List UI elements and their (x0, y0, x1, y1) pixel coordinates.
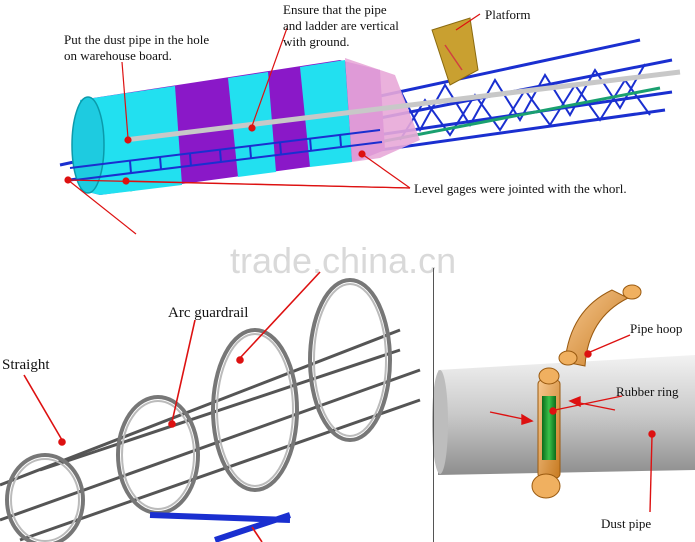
ring-inner-edges (10, 283, 387, 542)
label-dust-pipe: Dust pipe (601, 516, 652, 531)
label-dust-pipe-hole-line1: Put the dust pipe in the hole (64, 32, 210, 47)
platform (431, 17, 479, 86)
top-dust-pipe (124, 69, 681, 143)
top-callout-lines (64, 13, 481, 235)
label-dust-pipe-hole-line2: on warehouse board. (64, 48, 172, 63)
bottom-left-callout-lines (23, 271, 321, 542)
label-vertical-line3: with ground. (283, 34, 350, 49)
label-platform: Platform (485, 7, 531, 22)
label-rubber-ring: Rubber ring (616, 384, 679, 399)
top-assembly-illustration (59, 17, 681, 195)
label-arc-guardrail: Arc guardrail (168, 305, 249, 321)
dust-pipe-body (438, 355, 695, 475)
ladder (69, 129, 383, 181)
blue-base-rail (149, 512, 291, 523)
label-vertical-line2: and ladder are vertical (283, 18, 399, 33)
label-vertical-line1: Ensure that the pipe (283, 2, 387, 17)
cylinder-body (71, 58, 420, 195)
bottom-right-callout-lines (489, 334, 656, 513)
pipe-hoop (558, 284, 642, 367)
label-dust-pipe-hole: Put the dust pipe in the hole on warehou… (64, 32, 209, 64)
label-straight: Straight (2, 357, 50, 373)
label-vertical: Ensure that the pipe and ladder are vert… (283, 2, 399, 50)
watermark-text: trade.china.cn (230, 240, 457, 281)
label-pipe-hoop: Pipe hoop (630, 321, 683, 336)
longitudinal-bars (0, 328, 421, 542)
panel-divider (433, 268, 434, 542)
label-level-gages: Level gages were jointed with the whorl. (414, 181, 627, 196)
